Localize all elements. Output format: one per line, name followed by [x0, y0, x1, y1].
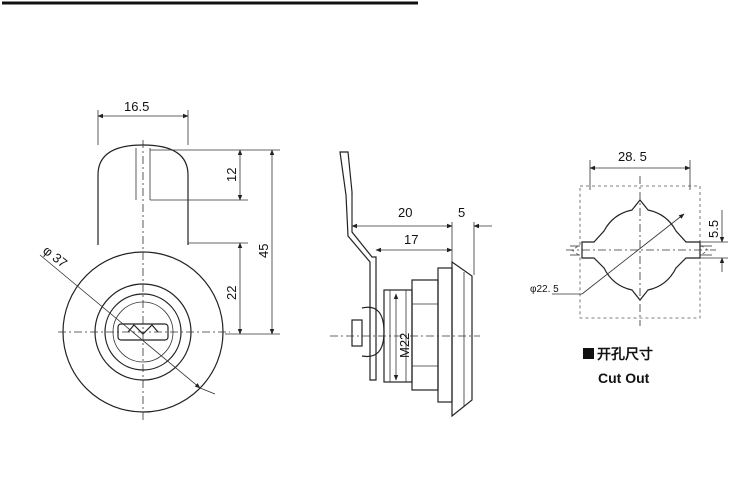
- side-flange-label: 5: [458, 205, 465, 220]
- front-slot-label: 12: [224, 168, 239, 182]
- front-height-label: 45: [256, 244, 271, 258]
- front-lower-label: 22: [224, 286, 239, 300]
- cutout-view: 28. 5 5.5 φ22. 5: [530, 149, 728, 326]
- front-diameter-label: φ 37: [40, 243, 70, 271]
- side-cam-length-label: 20: [398, 205, 412, 220]
- cutout-width-label: 28. 5: [618, 149, 647, 164]
- front-view: 16.5 12 45 22 φ 37: [39, 99, 280, 420]
- legend-title-cn: 开孔尺寸: [597, 346, 653, 362]
- side-body-label: 17: [404, 232, 418, 247]
- legend-square-icon: [583, 348, 594, 359]
- side-view: 20 5 17 M22: [330, 151, 492, 418]
- cutout-legend: 开孔尺寸 Cut Out: [583, 346, 653, 386]
- side-thread-label: M22: [397, 333, 412, 358]
- legend-title-en: Cut Out: [598, 370, 650, 386]
- front-width-label: 16.5: [124, 99, 149, 114]
- cutout-key-label: 5.5: [706, 220, 721, 238]
- cutout-diameter-label: φ22. 5: [530, 284, 559, 295]
